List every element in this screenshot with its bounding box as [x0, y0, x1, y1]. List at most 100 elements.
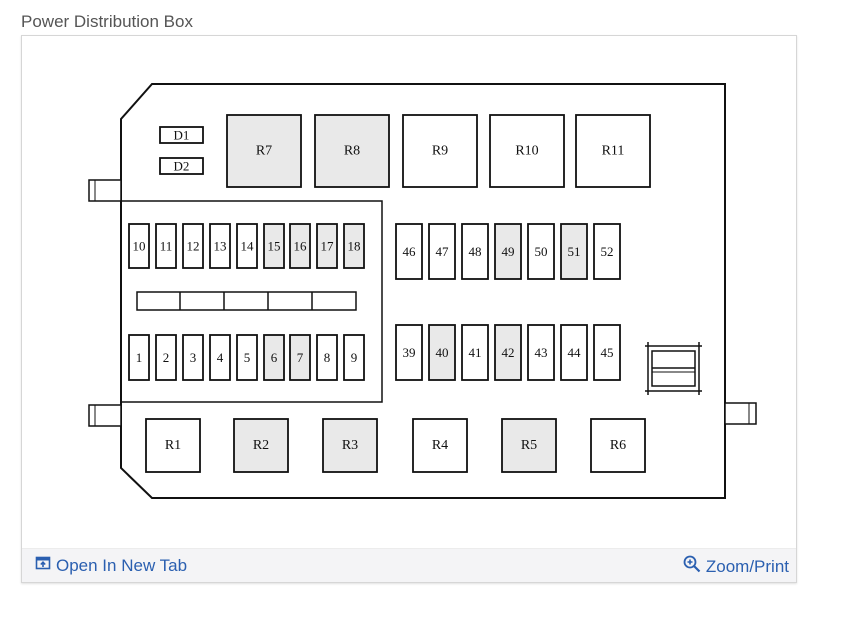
spare-strip [136, 291, 357, 311]
fuse-49-label: 49 [502, 244, 515, 259]
relay-r2: R2 [233, 418, 289, 473]
fuse-2-label: 2 [163, 350, 170, 365]
diode-d1: D1 [159, 126, 204, 144]
mount-tab-right [724, 402, 757, 425]
fuse-42: 42 [494, 324, 522, 381]
fuse-18: 18 [343, 223, 365, 269]
fuse-13: 13 [209, 223, 231, 269]
fuse-51-label: 51 [568, 244, 581, 259]
relay-r11: R11 [575, 114, 651, 188]
fuse-17-label: 17 [321, 239, 335, 254]
fuse-16: 16 [289, 223, 311, 269]
fuse-3-label: 3 [190, 350, 197, 365]
fuse-43: 43 [527, 324, 555, 381]
relay-r5-label: R5 [521, 438, 537, 453]
relay-r3: R3 [322, 418, 378, 473]
fuse-8-label: 8 [324, 350, 331, 365]
fuse-9: 9 [343, 334, 365, 381]
fuse-47: 47 [428, 223, 456, 280]
fuse-40-label: 40 [436, 345, 449, 360]
fuse-48-label: 48 [469, 244, 482, 259]
fuse-50: 50 [527, 223, 555, 280]
open-new-tab-icon [35, 555, 51, 576]
fuse-13-label: 13 [214, 239, 227, 254]
relay-r2-label: R2 [253, 438, 269, 453]
fuse-15: 15 [263, 223, 285, 269]
fuse-40: 40 [428, 324, 456, 381]
zoom-print-link[interactable]: Zoom/Print [683, 555, 789, 578]
fuse-51: 51 [560, 223, 588, 280]
fuse-2: 2 [155, 334, 177, 381]
relay-r5: R5 [501, 418, 557, 473]
fuse-4-label: 4 [217, 350, 224, 365]
fuse-44-label: 44 [568, 345, 582, 360]
fuse-46: 46 [395, 223, 423, 280]
relay-r9: R9 [402, 114, 478, 188]
fuse-52: 52 [593, 223, 621, 280]
relay-r1-label: R1 [165, 438, 181, 453]
relay-r8: R8 [314, 114, 390, 188]
mount-tab-left-top [88, 179, 122, 202]
open-in-new-tab-label: Open In New Tab [56, 555, 188, 575]
fuse-16-label: 16 [294, 239, 308, 254]
relay-r3-label: R3 [342, 438, 358, 453]
footer-bar: Open In New Tab Zoom/Print [22, 548, 796, 582]
relay-r7: R7 [226, 114, 302, 188]
fuse-5-label: 5 [244, 350, 251, 365]
fuse-50-label: 50 [535, 244, 548, 259]
relay-r1: R1 [145, 418, 201, 473]
fuse-18-label: 18 [348, 239, 361, 254]
fuse-14-label: 14 [241, 239, 255, 254]
fuse-9-label: 9 [351, 350, 358, 365]
box-outline [120, 83, 726, 499]
fuse-10-label: 10 [133, 239, 146, 254]
fuse-7: 7 [289, 334, 311, 381]
page-title: Power Distribution Box [21, 12, 193, 31]
relay-r9-label: R9 [432, 144, 448, 159]
relay-r11-label: R11 [602, 144, 625, 159]
relay-r10: R10 [489, 114, 565, 188]
relay-r8-label: R8 [344, 144, 360, 159]
fuse-44: 44 [560, 324, 588, 381]
fuse-4: 4 [209, 334, 231, 381]
fuse-12-label: 12 [187, 239, 200, 254]
maxi-fuse [645, 342, 702, 395]
fuse-1: 1 [128, 334, 150, 381]
fuse-8: 8 [316, 334, 338, 381]
open-in-new-tab-link[interactable]: Open In New Tab [35, 555, 187, 576]
relay-r4: R4 [412, 418, 468, 473]
fuse-6: 6 [263, 334, 285, 381]
relay-r10-label: R10 [515, 144, 538, 159]
fuse-block [120, 200, 383, 403]
zoom-print-label: Zoom/Print [705, 556, 789, 576]
fuse-52-label: 52 [601, 244, 614, 259]
fuse-10: 10 [128, 223, 150, 269]
diode-d1-label: D1 [174, 128, 190, 143]
relay-r4-label: R4 [432, 438, 448, 453]
fuse-41: 41 [461, 324, 489, 381]
fuse-11: 11 [155, 223, 177, 269]
fuse-17: 17 [316, 223, 338, 269]
fuse-39-label: 39 [403, 345, 416, 360]
relay-r6: R6 [590, 418, 646, 473]
fuse-3: 3 [182, 334, 204, 381]
fuse-5: 5 [236, 334, 258, 381]
fuse-42-label: 42 [502, 345, 515, 360]
relay-r6-label: R6 [610, 438, 626, 453]
diode-d2-label: D2 [174, 159, 190, 174]
fuse-45: 45 [593, 324, 621, 381]
fuse-48: 48 [461, 223, 489, 280]
fuse-12: 12 [182, 223, 204, 269]
fuse-15-label: 15 [268, 239, 281, 254]
relay-r7-label: R7 [256, 144, 272, 159]
fuse-41-label: 41 [469, 345, 482, 360]
fuse-39: 39 [395, 324, 423, 381]
fuse-6-label: 6 [271, 350, 278, 365]
fuse-1-label: 1 [136, 350, 143, 365]
fuse-46-label: 46 [403, 244, 417, 259]
diode-d2: D2 [159, 157, 204, 175]
fuse-49: 49 [494, 223, 522, 280]
